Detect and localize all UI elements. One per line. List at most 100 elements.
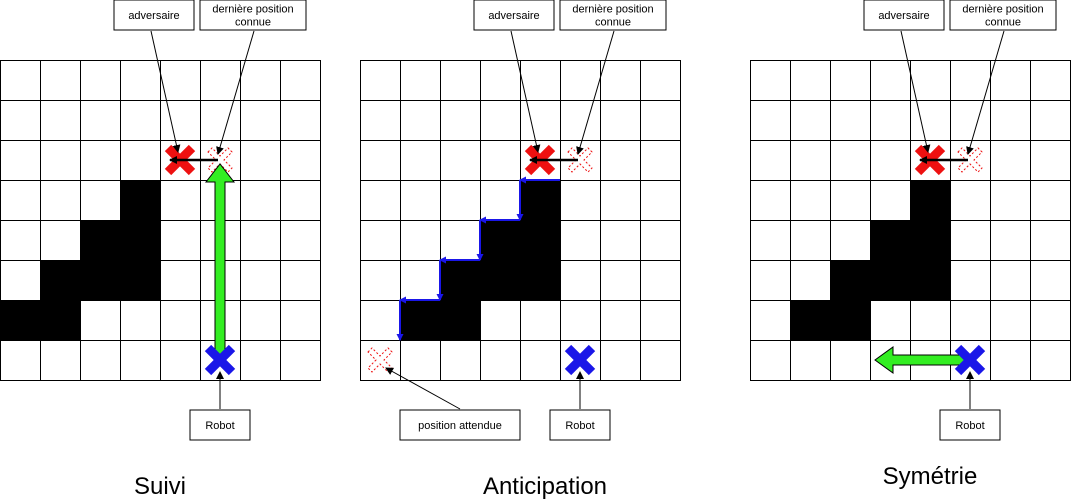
grid-cell [80, 340, 121, 381]
grid-cell [120, 60, 161, 101]
pointer-position-attendue [385, 367, 461, 410]
grid-cell [280, 300, 321, 341]
label-derniere-position-box [949, 0, 1057, 31]
grid-cell [520, 100, 561, 141]
grid-cell [0, 60, 41, 101]
grid-cell [950, 300, 991, 341]
label-robot-box [939, 409, 1001, 441]
grid-cell [480, 100, 521, 141]
grid-cell [750, 140, 791, 181]
grid-cell [280, 180, 321, 221]
grid-cell [440, 180, 481, 221]
grid-cell [40, 140, 81, 181]
label-adversaire: adversaire [863, 0, 945, 31]
grid-cell [240, 180, 281, 221]
grid-cell [790, 340, 831, 381]
grid-cell [160, 260, 201, 301]
robot-marker-stroke-b [204, 344, 236, 376]
grid-cell [400, 340, 441, 381]
grid-cell [600, 340, 641, 381]
label-adversaire: adversaire [113, 0, 195, 31]
grid-cell [910, 60, 951, 101]
label-position-attendue-text: position attendue [418, 420, 502, 432]
grid-cell [640, 100, 681, 141]
grid-cell [0, 140, 41, 181]
last-known-position-marker-outline [567, 147, 593, 173]
grid-cell [870, 140, 911, 181]
last-known-position-marker-outline [957, 147, 983, 173]
grid-cell [560, 100, 601, 141]
grid-cell [520, 60, 561, 101]
grid-cell [830, 60, 871, 101]
grid-cell [240, 300, 281, 341]
grid-cell [790, 100, 831, 141]
grid-cell [600, 220, 641, 261]
grid-cell [0, 220, 41, 261]
label-derniere-position-text: dernière position [212, 4, 293, 16]
label-derniere-position-text: connue [235, 17, 271, 29]
grid-cell [480, 60, 521, 101]
grid-cell [1030, 300, 1071, 341]
grid-cell [750, 340, 791, 381]
grid-cell [750, 180, 791, 221]
grid-cell [360, 340, 401, 381]
grid-cell [0, 100, 41, 141]
grid-cell [160, 220, 201, 261]
obstacle-cell [830, 260, 871, 301]
grid-cell [480, 340, 521, 381]
grid-cell [950, 180, 991, 221]
grid-cell [360, 60, 401, 101]
grid-cell [600, 60, 641, 101]
obstacle-cell [120, 220, 161, 261]
grid-cell [400, 100, 441, 141]
grid-cell [790, 60, 831, 101]
grid-cell [830, 340, 871, 381]
grid-cell [600, 300, 641, 341]
grid-cell [640, 180, 681, 221]
grid-cell [790, 180, 831, 221]
grid-cell [480, 140, 521, 181]
grid-cell [640, 220, 681, 261]
grid-cell [990, 60, 1031, 101]
grid-cell [910, 100, 951, 141]
grid-cell [160, 100, 201, 141]
grid-cell [640, 260, 681, 301]
grid-cell [360, 180, 401, 221]
panel-title: Suivi [134, 473, 186, 500]
obstacle-cell [40, 260, 81, 301]
panel-title: Anticipation [483, 473, 607, 500]
label-adversaire-text: adversaire [488, 10, 539, 22]
obstacle-cell [480, 260, 521, 301]
panel-title: Symétrie [883, 463, 978, 490]
grid-cell [440, 340, 481, 381]
grid-cell [560, 300, 601, 341]
grid-cell [480, 180, 521, 221]
robot-marker [204, 344, 236, 376]
grid-cell [440, 220, 481, 261]
grid-cell [160, 60, 201, 101]
label-derniere-position-text: connue [595, 17, 631, 29]
grid-cell [280, 60, 321, 101]
grid-cell [750, 220, 791, 261]
grid-cell [280, 340, 321, 381]
grid-cell [400, 220, 441, 261]
label-derniere-position-box [199, 0, 307, 31]
grid-cell [40, 100, 81, 141]
obstacle-cell [830, 300, 871, 341]
grid-cell [360, 140, 401, 181]
grid-cell [830, 140, 871, 181]
grid-cell [990, 260, 1031, 301]
grid-cell [990, 300, 1031, 341]
obstacle-cell [480, 220, 521, 261]
pointer-adversaire [900, 30, 931, 153]
pointer-derniere-position [216, 30, 255, 155]
grid-cell [1030, 60, 1071, 101]
grid-cell [400, 60, 441, 101]
grid-cell [440, 140, 481, 181]
label-derniere-position-text: dernière position [572, 4, 653, 16]
grid-cell [80, 60, 121, 101]
grid-cell [400, 180, 441, 221]
